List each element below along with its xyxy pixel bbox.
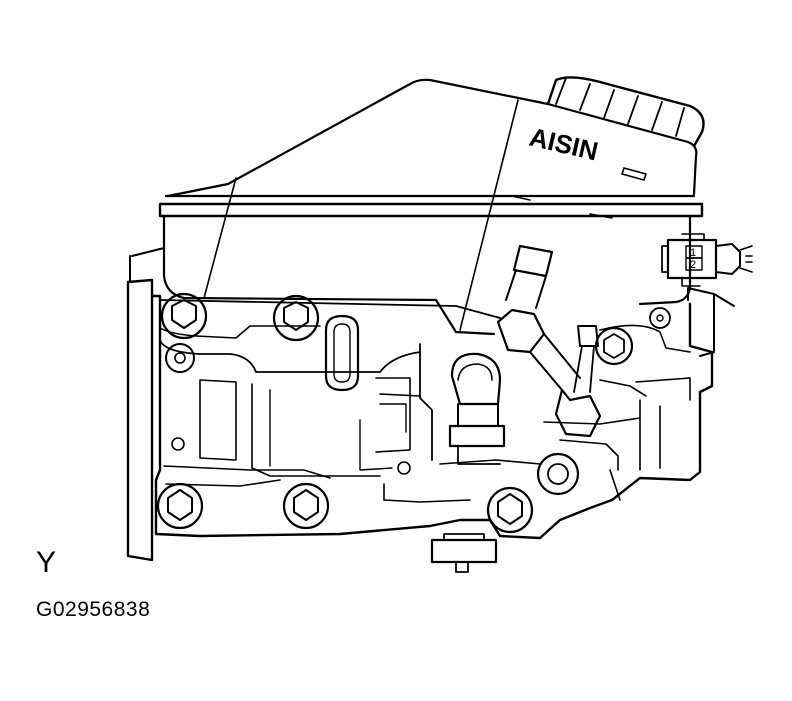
- hex-bolt-bottom-left: [156, 482, 204, 530]
- figure-code: G02956838: [36, 598, 151, 621]
- mounting-flange: [126, 247, 165, 562]
- bottom-connector: [430, 533, 498, 573]
- reservoir-cap: [546, 76, 705, 148]
- connector-pin-2: 2: [690, 259, 696, 271]
- brake-line-right: [573, 325, 599, 393]
- fluid-level-connector: 1 2: [661, 233, 753, 287]
- actuator-body: [150, 294, 714, 540]
- brand-logo: AISIN: [527, 122, 601, 167]
- brake-line-upper: [496, 244, 602, 438]
- hex-bolt-center: [536, 452, 580, 496]
- hex-bolt-right: [594, 326, 634, 366]
- hex-bolt-bottom-right: [486, 486, 534, 534]
- view-label: Y: [36, 546, 57, 579]
- hex-bolt-top-center: [272, 294, 320, 342]
- brake-line-lower: [448, 352, 506, 465]
- hex-bolt-bottom-center: [282, 482, 330, 530]
- reservoir-tank: [158, 78, 704, 336]
- connector-pin-1: 1: [690, 247, 696, 259]
- hex-bolt-top-left: [160, 292, 208, 340]
